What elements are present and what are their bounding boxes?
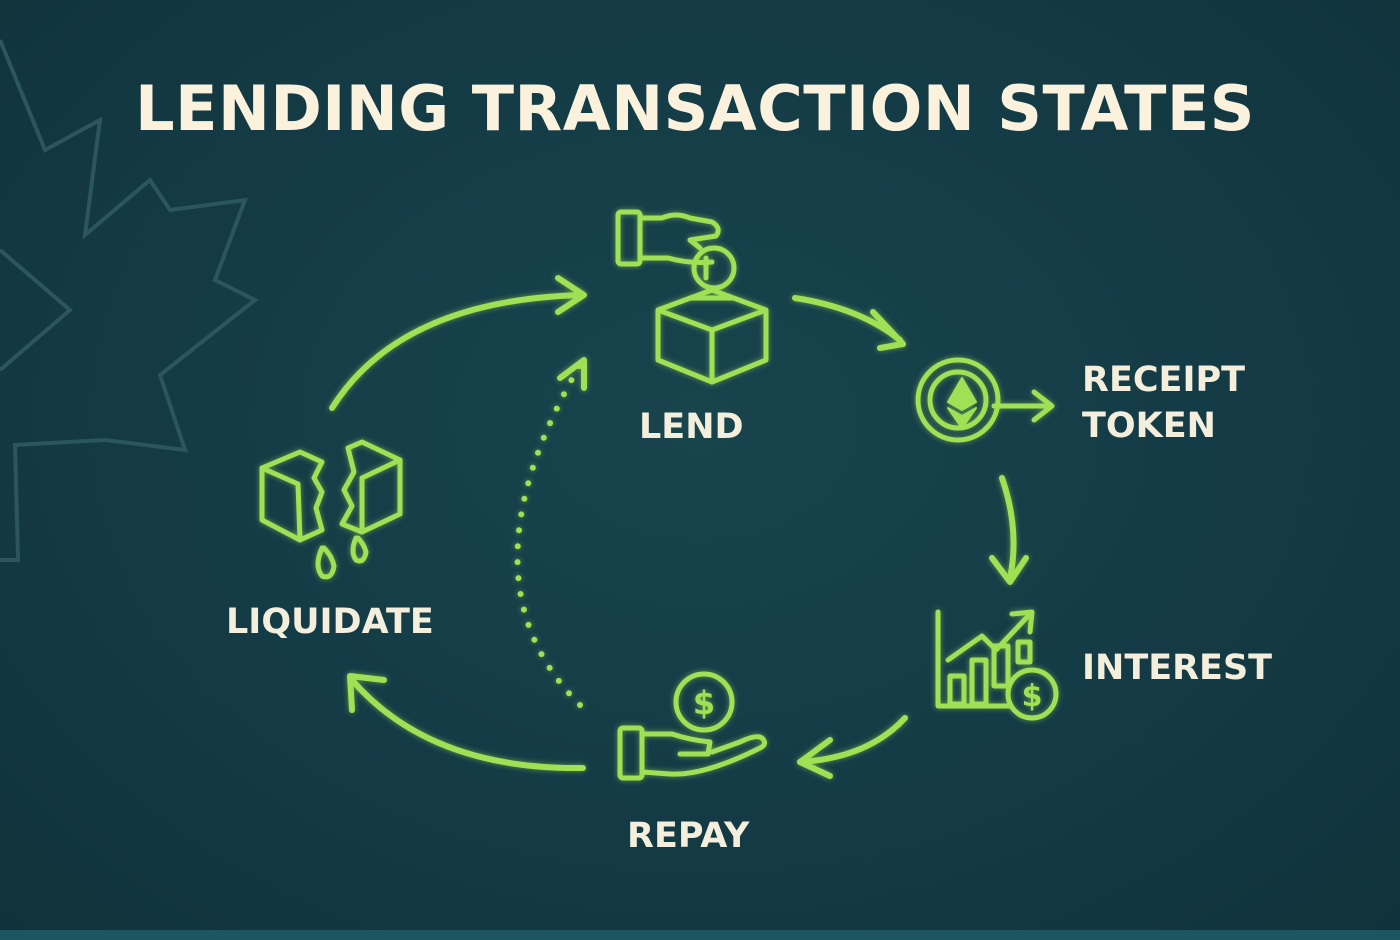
interest-dollar-glyph: $ xyxy=(1022,679,1043,714)
node-label-liquidate: LIQUIDATE xyxy=(226,602,434,642)
node-label-interest: INTEREST xyxy=(1082,648,1273,688)
arrow-liquidate-to-lend xyxy=(329,275,587,411)
node-label-lend: LEND xyxy=(639,407,744,447)
arrow-repay-to-liquidate xyxy=(347,673,586,772)
bar-chart-dollar-icon xyxy=(935,609,1059,721)
node-label-repay: REPAY xyxy=(627,816,750,856)
arrow-receipt-to-interest xyxy=(989,475,1029,585)
bottom-strip xyxy=(0,930,1400,940)
ethereum-token-icon xyxy=(915,357,1055,443)
node-label-receipt-line2: TOKEN xyxy=(1082,406,1216,446)
arrow-repay-to-lend-dotted xyxy=(514,357,587,708)
node-label-receipt-line1: RECEIPT xyxy=(1082,360,1246,400)
arrow-interest-to-repay xyxy=(797,715,908,779)
repay-dollar-glyph: $ xyxy=(693,684,715,722)
diagram-title: LENDING TRANSACTION STATES xyxy=(135,72,1255,145)
hand-coin-box-icon xyxy=(615,209,769,385)
broken-box-icon xyxy=(259,439,403,580)
arrow-lend-to-receipt xyxy=(792,295,906,351)
hand-dollar-icon xyxy=(617,671,768,781)
